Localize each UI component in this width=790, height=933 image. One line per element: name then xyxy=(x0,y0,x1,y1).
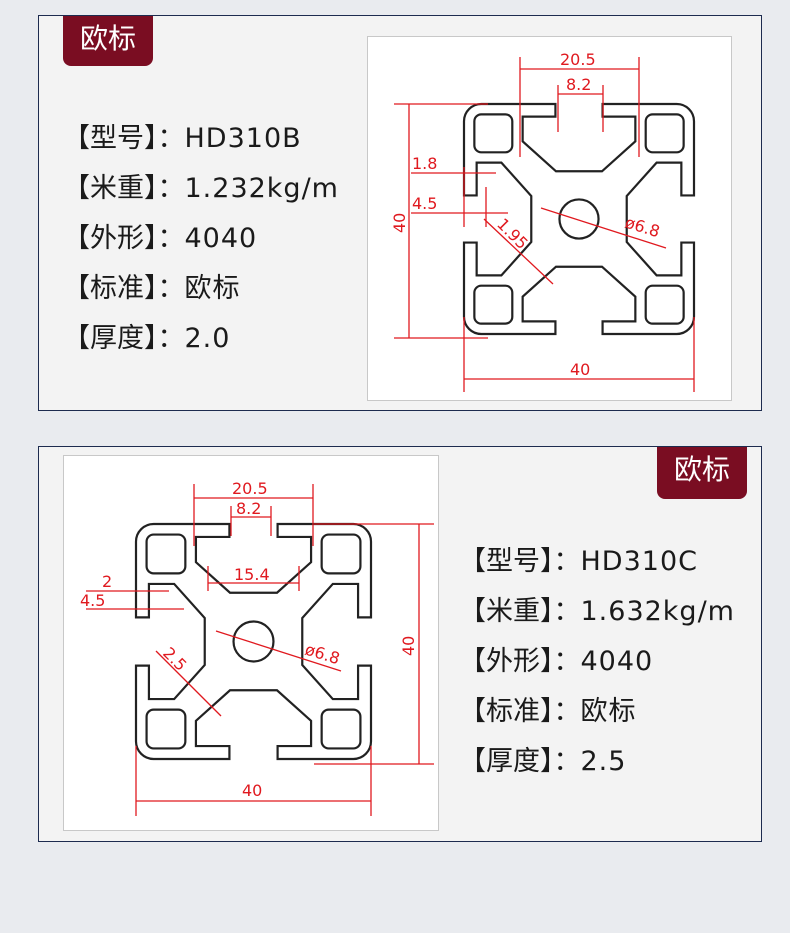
corner-hole xyxy=(474,114,512,152)
corner-hole xyxy=(147,710,186,749)
profile-drawing: 20.5 8.2 40 1.8 4.5 1.95 ø6.8 40 xyxy=(367,36,732,401)
profile-outline xyxy=(136,524,371,759)
corner-hole xyxy=(322,710,361,749)
profile-drawing: 20.5 8.2 15.4 2 4.5 2.5 ø6.8 40 40 xyxy=(63,455,439,831)
dim-20-5: 20.5 xyxy=(232,479,268,498)
dim-1-8: 1.8 xyxy=(412,154,437,173)
dim-width: 40 xyxy=(570,360,590,379)
dim-20-5: 20.5 xyxy=(560,50,596,69)
dim-15-4: 15.4 xyxy=(234,565,270,584)
dim-2-5: 2.5 xyxy=(159,643,190,674)
dim-4-5: 4.5 xyxy=(412,194,437,213)
spec-thickness: 【厚度】：2.0 xyxy=(63,323,231,354)
dim-8-2: 8.2 xyxy=(236,499,261,518)
dim-diameter: ø6.8 xyxy=(623,213,662,241)
spec-thickness: 【厚度】：2.5 xyxy=(459,746,627,777)
dim-4-5: 4.5 xyxy=(80,591,105,610)
corner-hole xyxy=(322,535,361,574)
profile-outer-contour xyxy=(136,524,371,759)
center-hole xyxy=(234,622,274,662)
spec-shape: 【外形】：4040 xyxy=(63,223,258,254)
spec-standard: 【标准】：欧标 xyxy=(63,273,241,304)
corner-hole xyxy=(646,286,684,324)
dim-2: 2 xyxy=(102,572,112,591)
dim-diameter: ø6.8 xyxy=(303,640,342,668)
spec-model: 【型号】：HD310C xyxy=(459,546,698,577)
dim-height: 40 xyxy=(399,636,418,656)
profile-diagram: 20.5 8.2 15.4 2 4.5 2.5 ø6.8 40 40 xyxy=(80,479,434,816)
corner-hole xyxy=(474,286,512,324)
dim-width: 40 xyxy=(242,781,262,800)
center-hole xyxy=(559,199,598,238)
spec-standard: 【标准】：欧标 xyxy=(459,696,637,727)
dim-8-2: 8.2 xyxy=(566,75,591,94)
product-panel-hd310b: 欧标 【型号】：HD310B 【米重】：1.232kg/m 【外形】：4040 … xyxy=(38,15,762,411)
standard-badge: 欧标 xyxy=(63,16,153,66)
standard-badge: 欧标 xyxy=(657,447,747,499)
product-panel-hd310c: 欧标 【型号】：HD310C 【米重】：1.632kg/m 【外形】：4040 … xyxy=(38,446,762,842)
profile-diagram: 20.5 8.2 40 1.8 4.5 1.95 ø6.8 40 xyxy=(390,50,731,392)
profile-outline xyxy=(464,104,694,334)
corner-hole xyxy=(147,535,186,574)
spec-weight: 【米重】：1.632kg/m xyxy=(459,596,735,627)
corner-hole xyxy=(646,114,684,152)
spec-shape: 【外形】：4040 xyxy=(459,646,654,677)
spec-list: 【型号】：HD310B 【米重】：1.232kg/m 【外形】：4040 【标准… xyxy=(63,114,339,364)
spec-list: 【型号】：HD310C 【米重】：1.632kg/m 【外形】：4040 【标准… xyxy=(459,537,735,787)
spec-model: 【型号】：HD310B xyxy=(63,123,302,154)
profile-outer-contour xyxy=(464,104,694,334)
spec-weight: 【米重】：1.232kg/m xyxy=(63,173,339,204)
dim-height: 40 xyxy=(390,213,409,233)
